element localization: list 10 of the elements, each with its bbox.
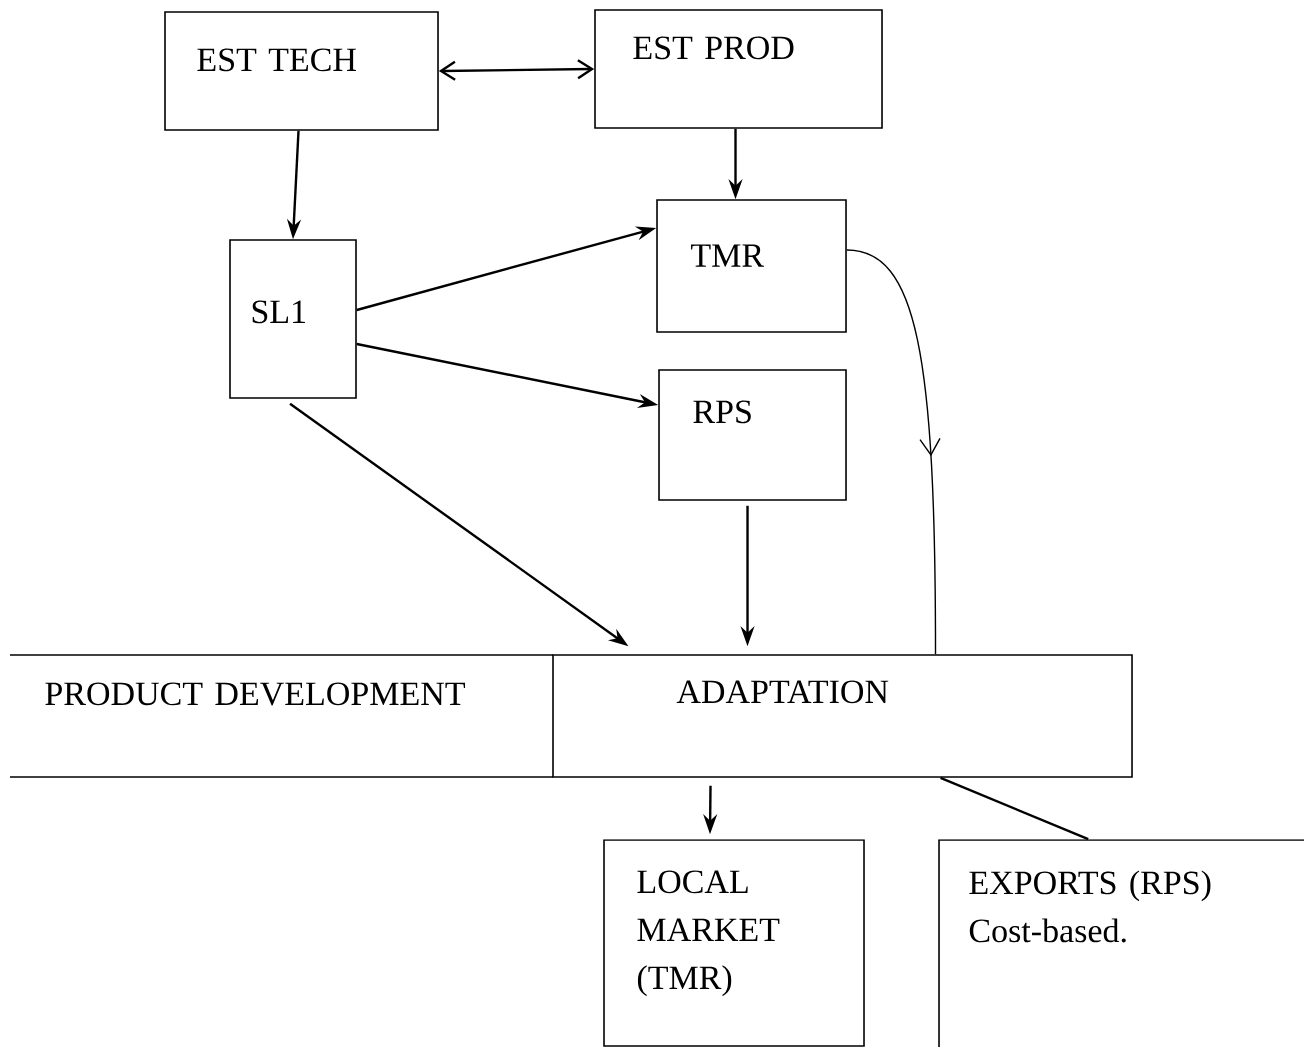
process-box: EXPORTS (RPS) Cost-based. — [938, 839, 1304, 1047]
process-box: EST TECH — [164, 11, 439, 131]
process-box: ADAPTATION — [552, 654, 1133, 778]
band: PRODUCT DEVELOPMENT — [9, 654, 554, 778]
process-box: SL1 — [229, 239, 357, 399]
process-box: RPS — [658, 369, 847, 501]
process-box: TMR — [656, 199, 847, 333]
process-box: EST PROD — [594, 9, 883, 129]
process-box: LOCAL MARKET (TMR) — [603, 839, 865, 1047]
arrow — [438, 59, 595, 81]
